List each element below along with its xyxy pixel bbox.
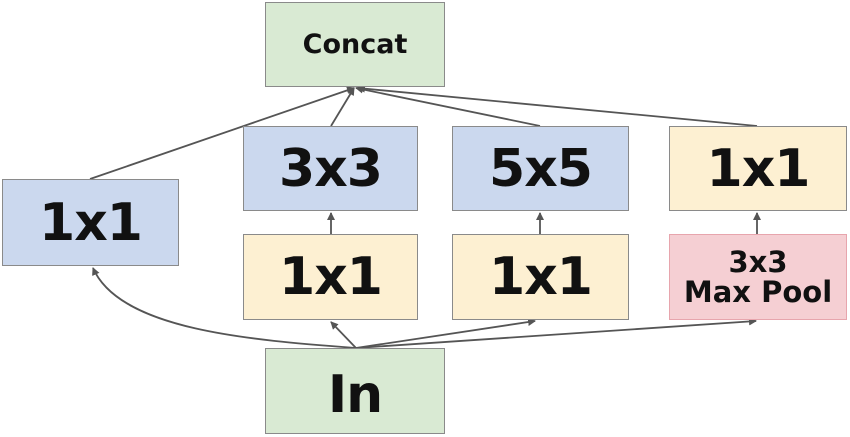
- max-pool-label-line1: 3x3: [728, 244, 788, 279]
- conv-1x1-before-5x5-node: 1x1: [452, 234, 629, 320]
- concat-node: Concat: [265, 2, 445, 87]
- max-pool-label-line2: Max Pool: [683, 275, 833, 309]
- conv-1x1-before-3x3-node: 1x1: [243, 234, 418, 320]
- arrow-in-to-1x1-left: [92, 267, 357, 349]
- conv-1x1-after-pool-label: 1x1: [706, 138, 811, 199]
- conv-1x1-before-5x5-label: 1x1: [489, 247, 593, 307]
- max-pool-node: 3x3 Max Pool: [669, 234, 847, 320]
- conv-1x1-before-3x3-label: 1x1: [279, 247, 383, 307]
- conv-3x3-node: 3x3: [243, 126, 418, 211]
- arrow-1x1-pool-to-concat: [357, 84, 758, 127]
- arrow-3x3-to-concat: [330, 87, 355, 127]
- conv-1x1-left-node: 1x1: [2, 179, 179, 266]
- conv-3x3-label: 3x3: [279, 138, 383, 199]
- arrow-in-to-1x1-before-3x3: [330, 321, 357, 349]
- conv-5x5-node: 5x5: [452, 126, 629, 211]
- arrow-in-to-1x1-before-5x5: [355, 318, 536, 349]
- concat-label: Concat: [302, 29, 408, 60]
- conv-1x1-left-label: 1x1: [39, 192, 143, 253]
- arrow-in-to-maxpool: [355, 317, 757, 349]
- conv-1x1-after-pool-node: 1x1: [669, 126, 847, 211]
- conv-5x5-label: 5x5: [489, 138, 593, 199]
- arrow-5x5-to-concat: [355, 85, 541, 127]
- input-node: In: [265, 348, 445, 434]
- arrow-1x1-left-to-concat: [89, 86, 355, 180]
- input-label: In: [327, 365, 383, 425]
